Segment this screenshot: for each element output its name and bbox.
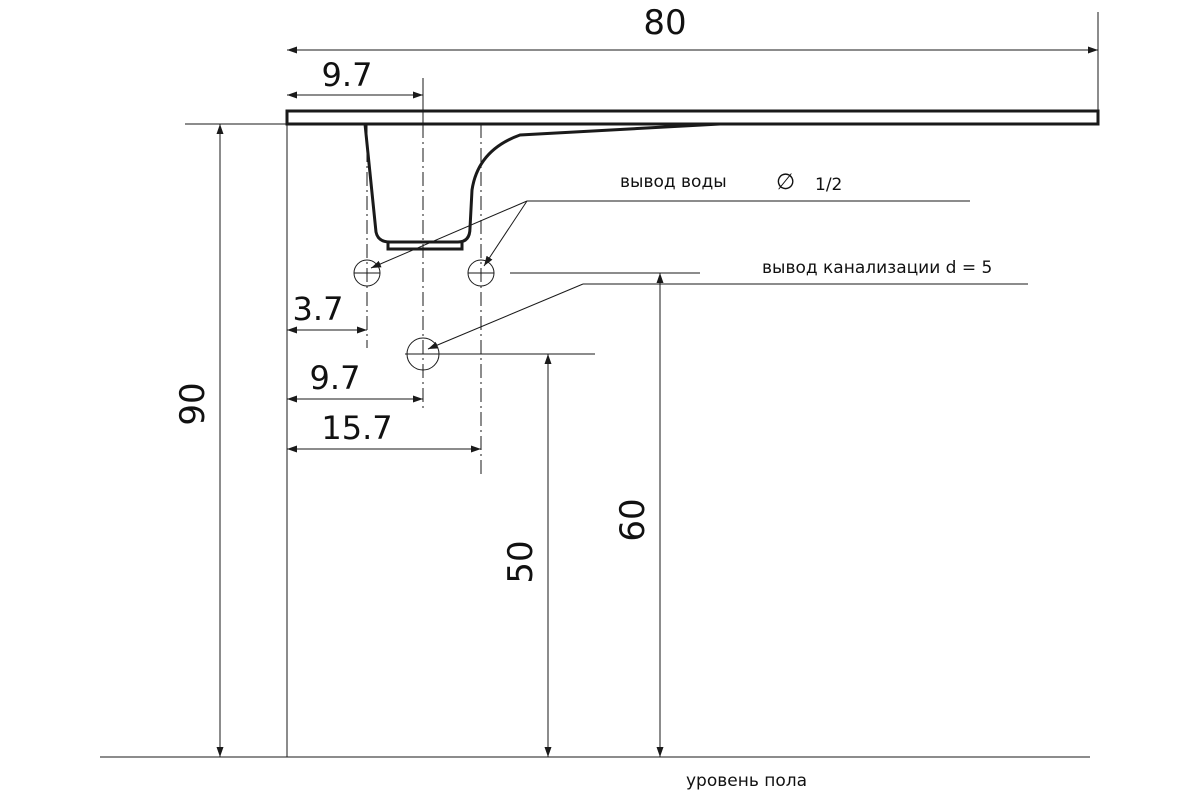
diameter-symbol: ∅: [776, 170, 795, 195]
water-outlet-left: [353, 259, 381, 287]
floor-label: уровень пола: [686, 771, 807, 791]
drain-outlet: [405, 337, 441, 371]
basin-outlet-flange: [386, 242, 464, 251]
dim-drain-offset: 9.7: [310, 359, 361, 397]
water-outlet-leader: [370, 200, 970, 269]
water-outlet-label: вывод воды: [620, 172, 727, 192]
dim-water-height: 60: [613, 498, 653, 541]
dim-drain-height: 50: [501, 540, 541, 583]
water-outlet-right: [467, 259, 495, 287]
dim-right-pipe: 15.7: [321, 409, 392, 447]
drain-leader: [427, 283, 1028, 350]
basin: [363, 122, 721, 244]
dim-basin-offset: 9.7: [322, 56, 373, 94]
dim-left-pipe: 3.7: [293, 290, 344, 328]
dim-total-height: 90: [173, 382, 213, 425]
drain-label: вывод канализации d = 5: [762, 258, 992, 278]
dim-total-width: 80: [643, 3, 686, 43]
countertop: [285, 109, 1100, 126]
water-diameter-value: 1/2: [815, 175, 842, 195]
